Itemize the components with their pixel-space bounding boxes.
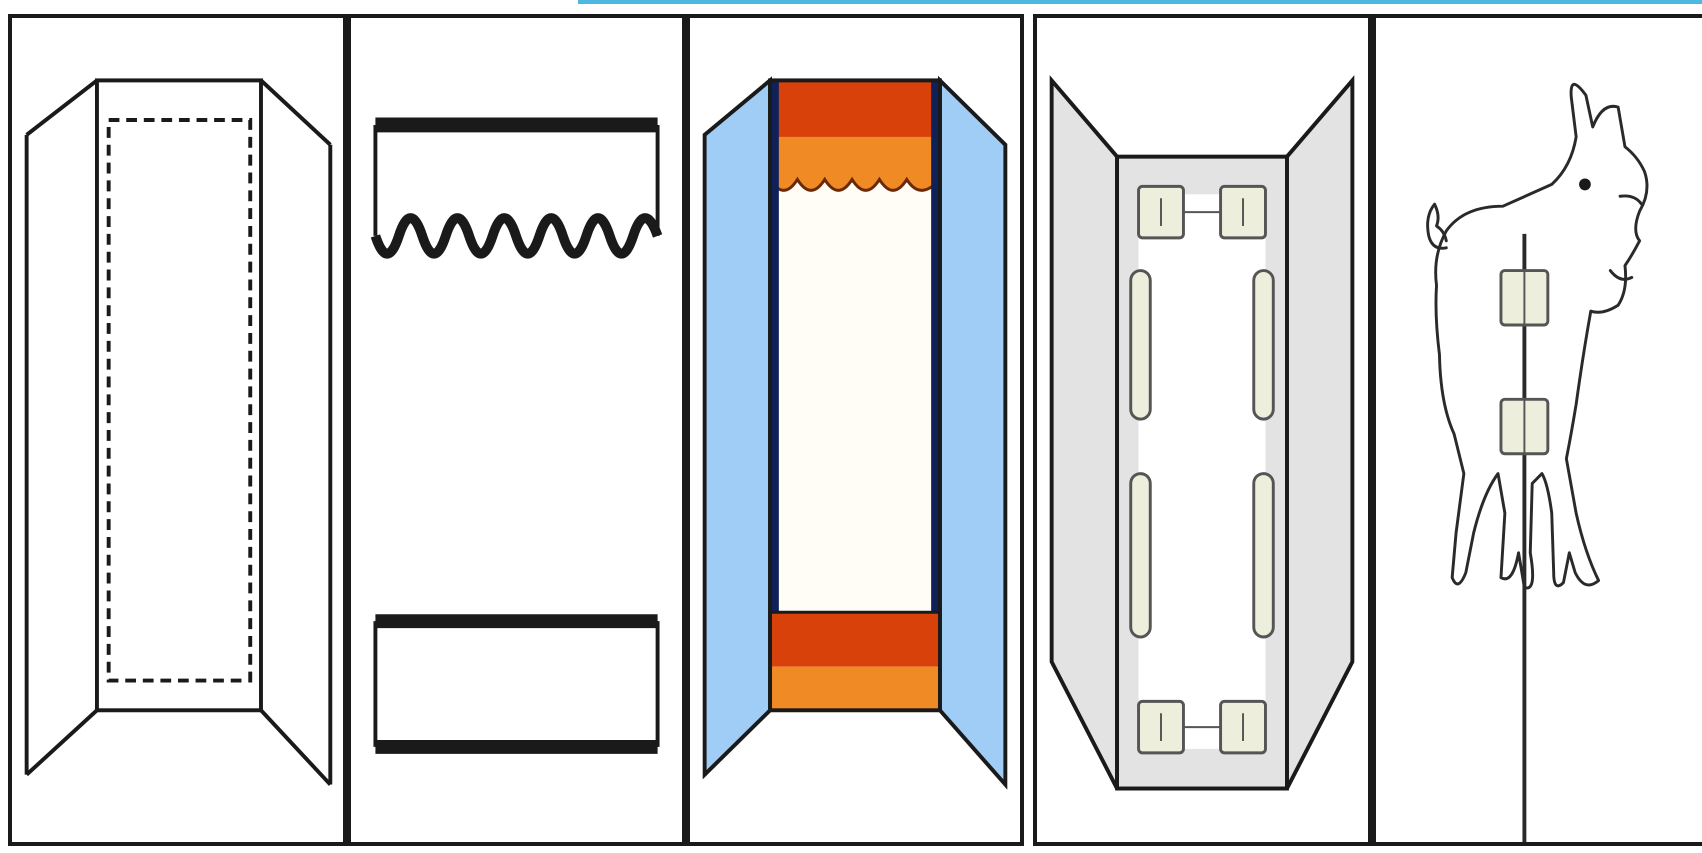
panel-2 bbox=[347, 14, 686, 846]
pig-sketch-icon bbox=[1426, 82, 1649, 842]
panel-4 bbox=[1033, 14, 1372, 846]
dashed-frame-diagram-icon bbox=[24, 78, 333, 786]
top-accent-rule bbox=[578, 0, 1702, 4]
panel-1 bbox=[8, 14, 347, 846]
colored-door-diagram-icon bbox=[702, 75, 1008, 790]
scalloped-bar-diagram-icon bbox=[370, 117, 663, 754]
panel-5 bbox=[1372, 14, 1702, 846]
pads-frame-diagram-icon bbox=[1049, 75, 1355, 791]
panel-3 bbox=[686, 14, 1024, 846]
